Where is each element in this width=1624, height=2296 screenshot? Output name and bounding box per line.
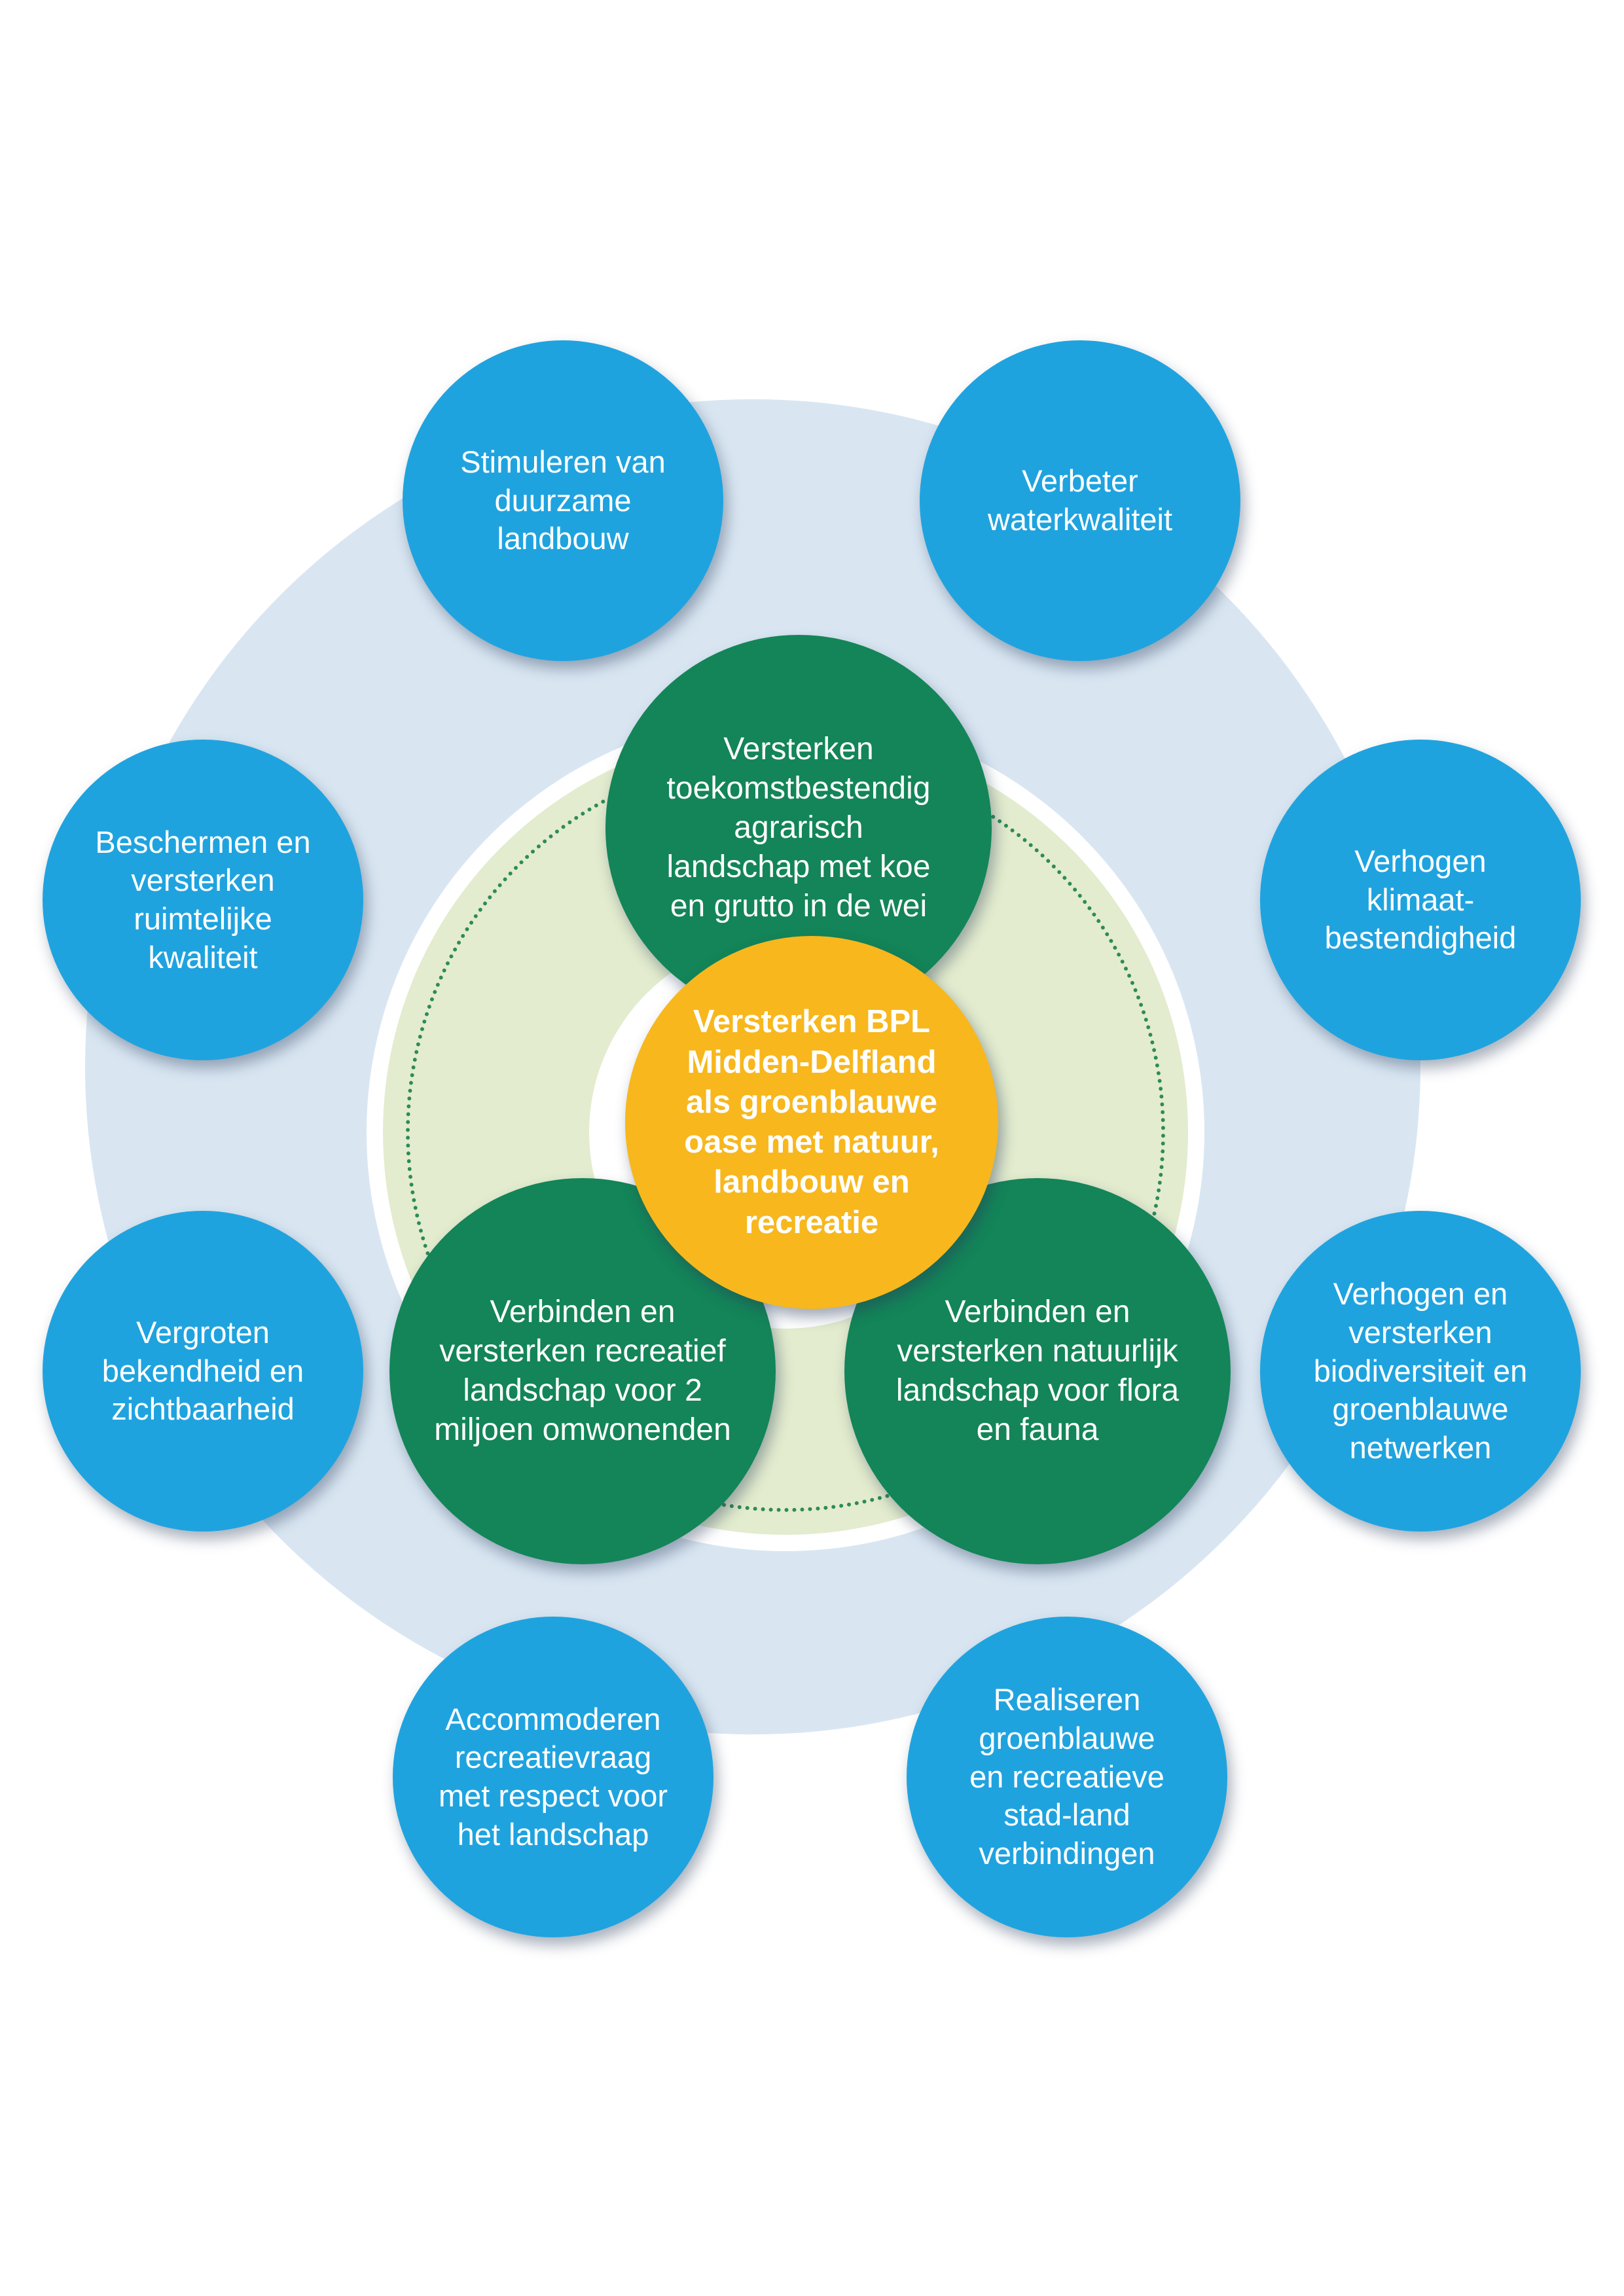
goal-label: Stimuleren van duurzame landbouw [460, 444, 666, 556]
goal-climate-resilience: Verhogen klimaat- bestendigheid [1260, 740, 1581, 1060]
goal-visibility: Vergroten bekendheid en zichtbaarheid [43, 1211, 363, 1532]
center-goal: Versterken BPL Midden-Delfland als groen… [625, 936, 998, 1309]
goal-label: Beschermen en versterken ruimtelijke kwa… [95, 824, 311, 975]
goal-sustainable-agriculture: Stimuleren van duurzame landbouw [403, 340, 723, 661]
goal-biodiversity: Verhogen en versterken biodiversiteit en… [1260, 1211, 1581, 1532]
inner-goal-label: Verbinden en versterken recreatief lands… [434, 1295, 731, 1447]
inner-goal-label: Verbinden en versterken natuurlijk lands… [895, 1295, 1180, 1447]
goal-recreation-demand: Accommoderen recreatievraag met respect … [393, 1617, 713, 1937]
goal-label: Vergroten bekendheid en zichtbaarheid [101, 1314, 304, 1427]
goal-water-quality: Verbeter waterkwaliteit [920, 340, 1240, 661]
goal-city-country-connections: Realiseren groenblauwe en recreatieve st… [907, 1617, 1227, 1937]
goal-spatial-quality: Beschermen en versterken ruimtelijke kwa… [43, 740, 363, 1060]
goal-label: Realiseren groenblauwe en recreatieve st… [969, 1682, 1164, 1871]
inner-goal-label: Versterken toekomstbestendig agrarisch l… [666, 732, 931, 924]
goal-label: Verhogen en versterken biodiversiteit en… [1313, 1276, 1528, 1465]
goal-label: Accommoderen recreatievraag met respect … [438, 1701, 668, 1852]
center-goal-label: Versterken BPL Midden-Delfland als groen… [684, 1004, 939, 1240]
goal-label: Verbeter waterkwaliteit [987, 463, 1173, 537]
goal-label: Verhogen klimaat- bestendigheid [1324, 843, 1517, 956]
inner-goal-agricultural-landscape: Versterken toekomstbestendig agrarisch l… [605, 635, 992, 1021]
